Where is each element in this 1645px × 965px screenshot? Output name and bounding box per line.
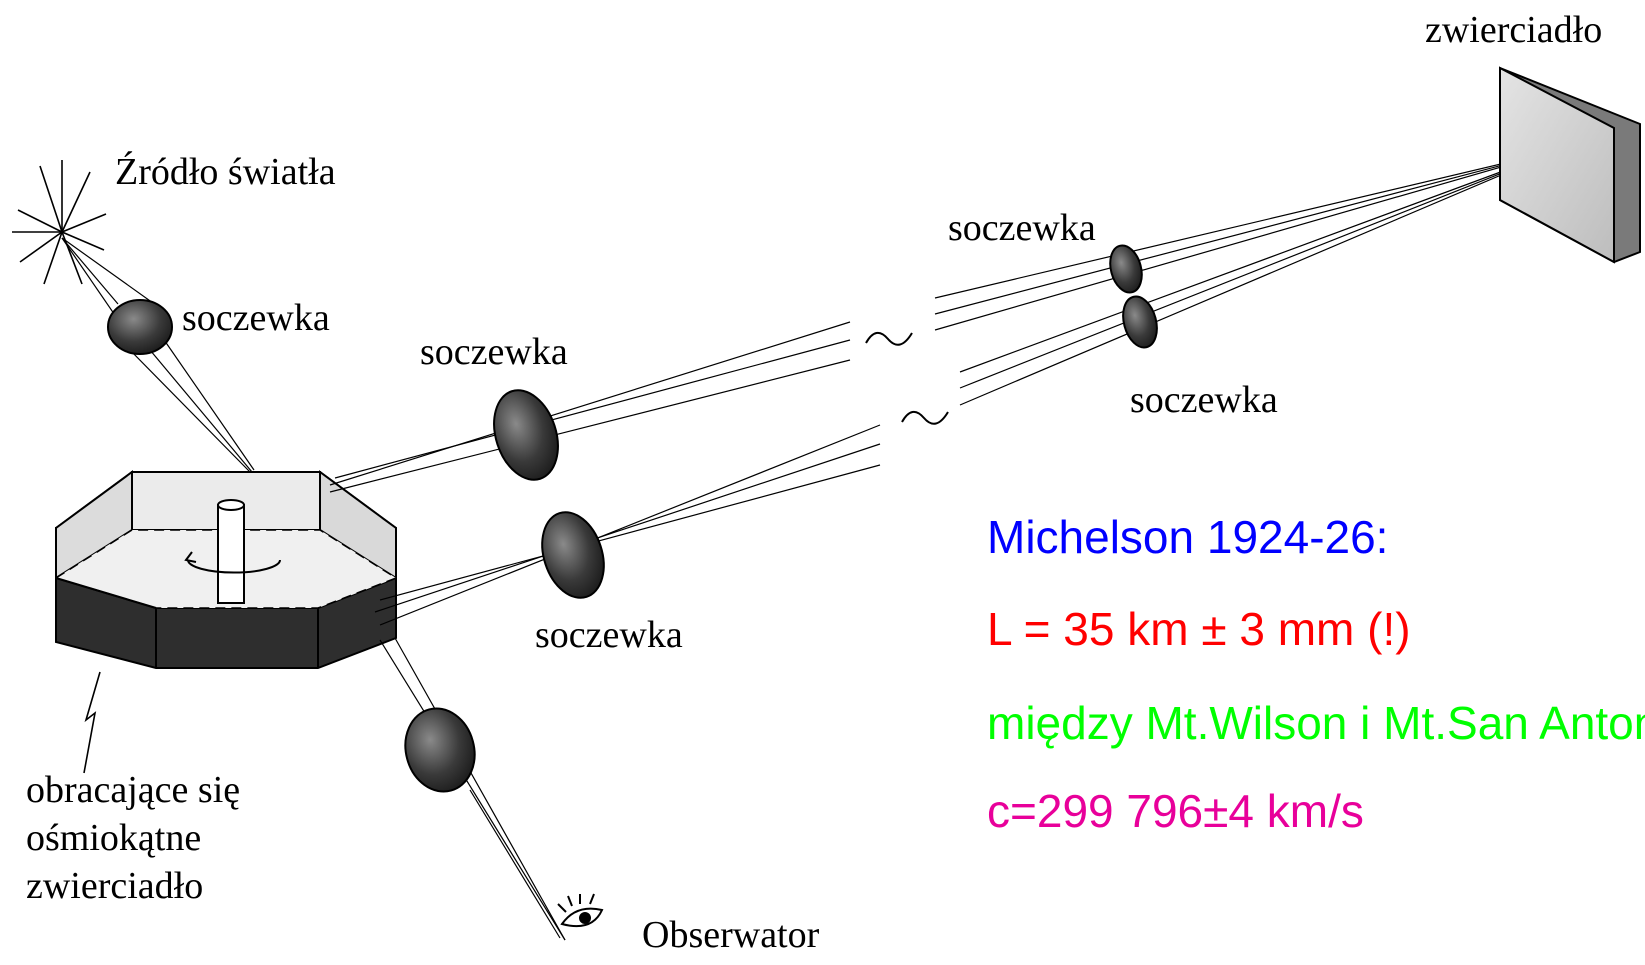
light-source-icon: [12, 160, 107, 285]
lens-near-lower-label: soczewka: [535, 614, 683, 656]
lens-source-icon: [107, 299, 173, 355]
note-location: między Mt.Wilson i Mt.San Antonio: [987, 698, 1645, 749]
lens-near-upper-icon: [493, 389, 559, 481]
source-rays: [61, 237, 255, 473]
octagon-label-line2: ośmiokątne: [26, 817, 202, 859]
beam-lines: [329, 149, 1561, 941]
octagon-pointer: [83, 671, 101, 774]
lens-far-upper-icon: [1109, 244, 1143, 294]
far-mirror-icon: [1499, 66, 1641, 264]
note-speed-of-light: c=299 796±4 km/s: [987, 785, 1364, 837]
lens-eyepiece-icon: [404, 707, 476, 793]
observer-label: Obserwator: [642, 914, 820, 956]
octagon-label-line3: zwierciadło: [26, 865, 204, 907]
note-michelson-title: Michelson 1924-26:: [987, 511, 1389, 563]
lens-far-upper-label: soczewka: [948, 207, 1096, 249]
octagonal-mirror-icon: [54, 470, 398, 669]
lens-far-lower-label: soczewka: [1130, 379, 1278, 421]
break-mark-lower: [901, 411, 949, 425]
break-mark-upper: [865, 332, 913, 346]
lens-near-lower-icon: [541, 511, 605, 599]
lens-source-label: soczewka: [182, 297, 330, 339]
octagon-label-line1: obracające się: [26, 769, 241, 811]
lens-far-lower-icon: [1122, 295, 1158, 349]
eye-icon: [557, 893, 604, 928]
lens-near-upper-label: soczewka: [420, 331, 568, 373]
light-source-label: Źródło światła: [115, 151, 336, 193]
note-distance: L = 35 km ± 3 mm (!): [987, 603, 1411, 655]
far-mirror-label: zwierciadło: [1425, 9, 1603, 51]
